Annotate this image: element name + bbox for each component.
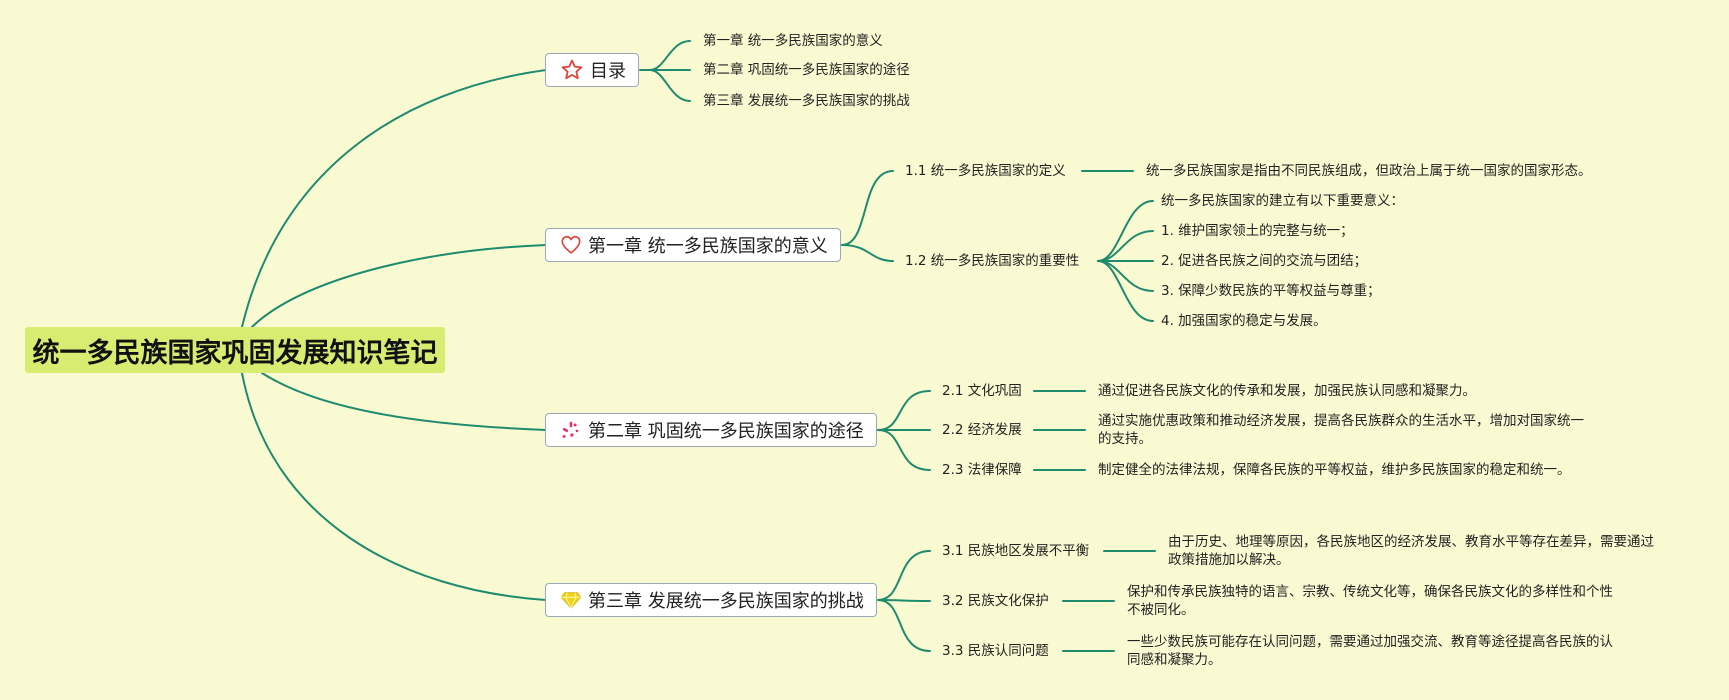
subtopic-1-2[interactable]: 1.2 统一多民族国家的重要性	[905, 253, 1080, 269]
chapter-1-topic[interactable]: 第一章 统一多民族国家的意义	[545, 228, 841, 262]
subtopic-2-2-desc[interactable]: 通过实施优惠政策和推动经济发展，提高各民族群众的生活水平，增加对国家统一的支持。	[1098, 413, 1584, 447]
subtopic-2-3[interactable]: 2.3 法律保障	[942, 462, 1022, 478]
subtopic-1-2-point[interactable]: 3. 保障少数民族的平等权益与尊重；	[1161, 283, 1381, 299]
toc-item-1[interactable]: 第一章 统一多民族国家的意义	[703, 33, 883, 49]
subtopic-1-2-point[interactable]: 1. 维护国家领土的完整与统一；	[1161, 223, 1354, 239]
subtopic-1-1-desc[interactable]: 统一多民族国家是指由不同民族组成，但政治上属于统一国家的国家形态。	[1146, 163, 1592, 179]
toc-item-3[interactable]: 第三章 发展统一多民族国家的挑战	[703, 93, 910, 109]
subtopic-2-3-desc[interactable]: 制定健全的法律法规，保障各民族的平等权益，维护多民族国家的稳定和统一。	[1098, 462, 1571, 478]
star-icon	[561, 59, 583, 80]
subtopic-3-1-desc[interactable]: 由于历史、地理等原因，各民族地区的经济发展、教育水平等存在差异，需要通过政策措施…	[1168, 534, 1654, 568]
chapter-2-label: 第二章 巩固统一多民族国家的途径	[588, 421, 864, 442]
subtopic-2-1[interactable]: 2.1 文化巩固	[942, 383, 1022, 399]
subtopic-3-1[interactable]: 3.1 民族地区发展不平衡	[942, 543, 1090, 559]
chapter-2-topic[interactable]: 第二章 巩固统一多民族国家的途径	[545, 413, 877, 447]
toc-topic[interactable]: 目录	[545, 53, 639, 87]
subtopic-1-2-point[interactable]: 2. 促进各民族之间的交流与团结；	[1161, 253, 1368, 269]
diamond-icon	[560, 592, 582, 610]
subtopic-3-3-desc[interactable]: 一些少数民族可能存在认同问题，需要通过加强交流、教育等途径提高各民族的认同感和凝…	[1127, 634, 1613, 668]
subtopic-3-2-desc[interactable]: 保护和传承民族独特的语言、宗教、传统文化等，确保各民族文化的多样性和个性不被同化…	[1127, 584, 1613, 618]
chapter-3-topic[interactable]: 第三章 发展统一多民族国家的挑战	[545, 583, 877, 617]
subtopic-1-2-point[interactable]: 统一多民族国家的建立有以下重要意义：	[1161, 193, 1404, 209]
root-title: 统一多民族国家巩固发展知识笔记	[32, 337, 438, 369]
subtopic-2-1-desc[interactable]: 通过促进各民族文化的传承和发展，加强民族认同感和凝聚力。	[1098, 383, 1476, 399]
toc-label: 目录	[590, 61, 626, 82]
chapter-1-label: 第一章 统一多民族国家的意义	[588, 236, 828, 257]
subtopic-2-2[interactable]: 2.2 经济发展	[942, 422, 1022, 438]
subtopic-1-1[interactable]: 1.1 统一多民族国家的定义	[905, 163, 1066, 179]
toc-item-2[interactable]: 第二章 巩固统一多民族国家的途径	[703, 62, 910, 78]
subtopic-3-2[interactable]: 3.2 民族文化保护	[942, 593, 1049, 609]
subtopic-3-3[interactable]: 3.3 民族认同问题	[942, 643, 1049, 659]
heart-icon	[561, 235, 581, 254]
magic-wand-icon	[562, 421, 579, 438]
root-topic[interactable]: 统一多民族国家巩固发展知识笔记	[25, 327, 445, 373]
chapter-3-label: 第三章 发展统一多民族国家的挑战	[588, 591, 864, 612]
subtopic-1-2-point[interactable]: 4. 加强国家的稳定与发展。	[1161, 313, 1327, 329]
